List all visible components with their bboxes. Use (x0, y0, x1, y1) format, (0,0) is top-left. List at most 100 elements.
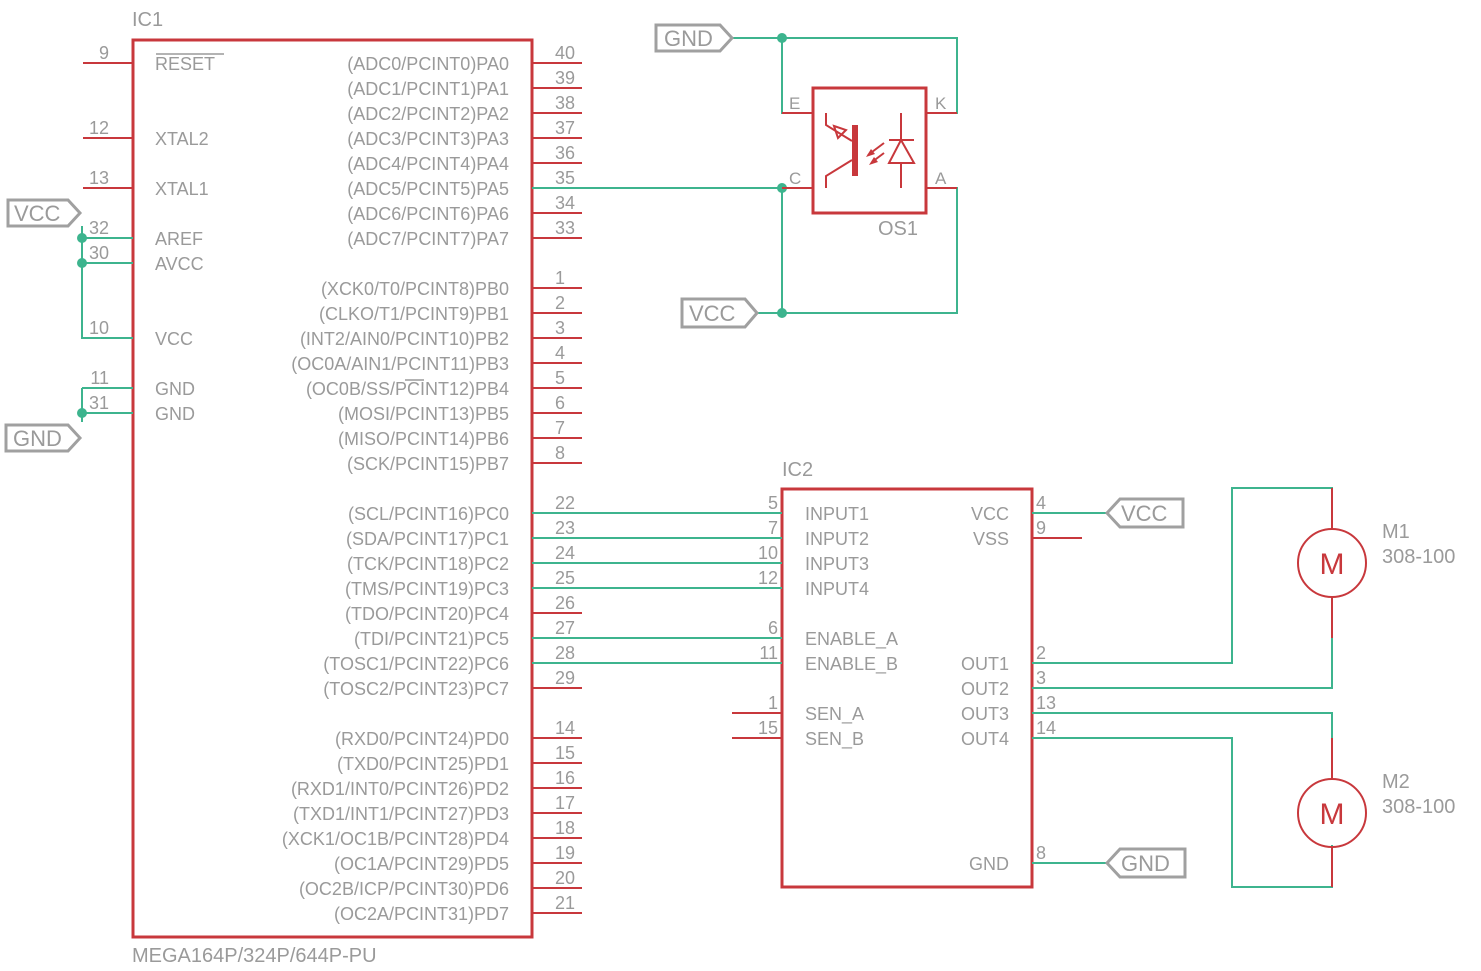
port-vcc-top-shape[interactable] (680, 297, 759, 329)
ic1-component[interactable]: IC1 MEGA164P/324P/644P-PU 9RESET12XTAL21… (83, 9, 582, 967)
motor-m2-ref: M2 (1382, 771, 1410, 793)
ic1-right-pin[interactable]: 3(INT2/AIN0/PCINT10)PB2 (300, 318, 582, 349)
ic1-right-pins: 40(ADC0/PCINT0)PA039(ADC1/PCINT1)PA138(A… (282, 43, 582, 924)
wire-opto-e[interactable] (732, 37, 958, 114)
port-vcc-ic2-shape[interactable] (1104, 497, 1185, 529)
ic1-left-pin-number: 30 (89, 243, 109, 263)
os1-pin-e-label: E (789, 94, 800, 113)
ic1-right-pin[interactable]: 7(MISO/PCINT14)PB6 (338, 418, 582, 449)
ic1-right-pin[interactable]: 1(XCK0/T0/PCINT8)PB0 (321, 268, 582, 299)
ic1-right-pin-number: 25 (555, 568, 575, 588)
os1-pin-k-label: K (935, 94, 947, 113)
ic1-value-label: MEGA164P/324P/644P-PU (132, 945, 377, 967)
ic1-right-pin[interactable]: 38(ADC2/PCINT2)PA2 (347, 93, 582, 124)
ic1-right-pin[interactable]: 26(TDO/PCINT20)PC4 (345, 593, 582, 624)
ic1-right-pin-number: 26 (555, 593, 575, 613)
ic1-left-pin-number: 12 (89, 118, 109, 138)
ic1-right-pin[interactable]: 18(XCK1/OC1B/PCINT28)PD4 (282, 818, 582, 849)
ic1-right-pin-number: 15 (555, 743, 575, 763)
light-arrowhead-icon (866, 149, 875, 157)
ic1-right-pin-name: (OC0B/SS/PCINT12)PB4 (306, 379, 509, 399)
ic2-right-pin-name: GND (969, 854, 1009, 874)
ic2-right-pin-number: 9 (1036, 518, 1046, 538)
ic2-left-pin-number: 12 (758, 568, 778, 588)
ic1-right-pin-name: (SCK/PCINT15)PB7 (347, 454, 509, 474)
ic1-right-pin-number: 6 (555, 393, 565, 413)
ic1-right-pin-name: (MISO/PCINT14)PB6 (338, 429, 509, 449)
ic2-component[interactable]: IC2 5INPUT17INPUT210INPUT312INPUT46ENABL… (732, 459, 1082, 889)
ic1-right-pin-name: (CLKO/T1/PCINT9)PB1 (319, 304, 509, 324)
ic1-right-pin[interactable]: 4(OC0A/AIN1/PCINT11)PB3 (291, 343, 582, 374)
ic1-left-pin-number: 9 (99, 43, 109, 63)
ic1-right-pin[interactable]: 36(ADC4/PCINT4)PA4 (347, 143, 582, 174)
ic1-right-pin[interactable]: 40(ADC0/PCINT0)PA0 (347, 43, 582, 74)
ic1-right-pin[interactable]: 17(TXD1/INT1/PCINT27)PD3 (293, 793, 582, 824)
port-gnd-left-shape[interactable] (4, 423, 83, 453)
ic1-right-pin[interactable]: 22(SCL/PCINT16)PC0 (348, 493, 582, 524)
ic1-right-pin[interactable]: 21(OC2A/PCINT31)PD7 (334, 893, 582, 924)
os1-component[interactable]: E C K A OS1 (782, 86, 957, 240)
ic1-right-pin[interactable]: 6(MOSI/PCINT13)PB5 (338, 393, 582, 424)
ic1-right-pin-name: (ADC3/PCINT3)PA3 (347, 129, 509, 149)
port-gnd-left-label: GND (13, 426, 62, 451)
ic1-right-pin[interactable]: 39(ADC1/PCINT1)PA1 (347, 68, 582, 99)
ic1-right-pin-number: 37 (555, 118, 575, 138)
ic1-right-pin[interactable]: 34(ADC6/PCINT6)PA6 (347, 193, 582, 224)
light-arrowhead-icon (869, 157, 878, 165)
ic1-right-pin-number: 16 (555, 768, 575, 788)
port-gnd-left[interactable]: GND (4, 423, 83, 453)
ic1-right-pin[interactable]: 16(RXD1/INT0/PCINT26)PD2 (291, 768, 582, 799)
port-gnd-ic2-shape[interactable] (1104, 847, 1187, 879)
ic1-right-pin-number: 38 (555, 93, 575, 113)
ic1-right-pin[interactable]: 37 (ADC3/PCINT3)PA3 (347, 118, 582, 149)
wire-out2-m1[interactable] (1032, 638, 1333, 689)
ic1-right-pin[interactable]: 33(ADC7/PCINT7)PA7 (347, 218, 582, 249)
port-gnd-top[interactable]: GND (654, 23, 735, 53)
ic2-ref-label: IC2 (782, 459, 813, 481)
ic1-right-pin[interactable]: 5(OC0B/SS/PCINT12)PB4 (306, 368, 582, 399)
port-gnd-top-label: GND (664, 26, 713, 51)
ic2-right-pin-name: OUT3 (961, 704, 1009, 724)
ic2-right-pin-name: OUT1 (961, 654, 1009, 674)
os1-body[interactable] (811, 86, 928, 215)
wire-out3-m2[interactable] (1032, 712, 1333, 780)
ic1-right-pin[interactable]: 24(TCK/PCINT18)PC2 (347, 543, 582, 574)
ic1-right-pin[interactable]: 2(CLKO/T1/PCINT9)PB1 (319, 293, 582, 324)
ic1-left-pin-name: AVCC (155, 254, 204, 274)
motor-m1[interactable]: M M1 308-100 (1297, 488, 1455, 638)
ic2-left-pin-name: ENABLE_B (805, 654, 898, 675)
port-gnd-top-shape[interactable] (654, 23, 735, 53)
port-gnd-ic2[interactable]: GND (1104, 847, 1187, 879)
ic1-right-pin[interactable]: 29(TOSC2/PCINT23)PC7 (323, 668, 582, 699)
ic1-right-pin[interactable]: 35(ADC5/PCINT5)PA5 (347, 168, 582, 199)
ic1-right-pin-name: (ADC1/PCINT1)PA1 (347, 79, 509, 99)
port-vcc-left-shape[interactable] (6, 198, 83, 228)
port-vcc-left[interactable]: VCC (6, 198, 83, 228)
ic1-right-pin[interactable]: 14(RXD0/PCINT24)PD0 (335, 718, 582, 749)
port-vcc-top[interactable]: VCC (680, 297, 759, 329)
wires (81, 37, 1333, 888)
port-vcc-ic2[interactable]: VCC (1104, 497, 1185, 529)
ic1-right-pin-number: 23 (555, 518, 575, 538)
ic1-body[interactable] (131, 38, 534, 939)
motor-m2[interactable]: M M2 308-100 (1297, 738, 1455, 887)
transistor-collector (825, 159, 853, 188)
ic1-right-pin[interactable]: 19(OC1A/PCINT29)PD5 (334, 843, 582, 874)
ic1-right-pin[interactable]: 15(TXD0/PCINT25)PD1 (337, 743, 582, 774)
ic1-right-pin[interactable]: 8(SCK/PCINT15)PB7 (347, 443, 582, 474)
ic2-left-pin-name: INPUT3 (805, 554, 869, 574)
ic1-right-pin[interactable]: 20(OC2B/ICP/PCINT30)PD6 (299, 868, 582, 899)
